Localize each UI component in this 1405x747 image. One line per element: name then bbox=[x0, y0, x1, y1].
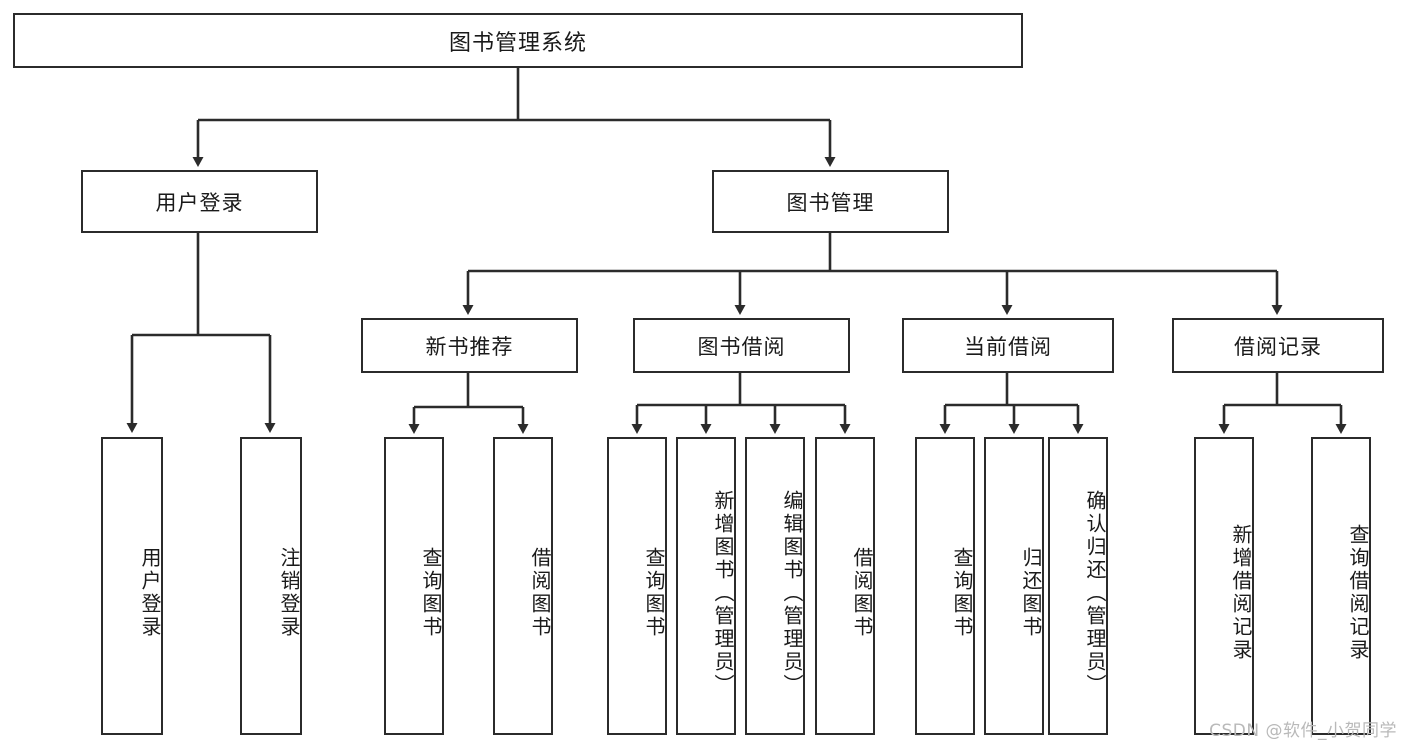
node-borrow-record[interactable]: 借阅记录 bbox=[1172, 318, 1384, 373]
node-current-borrow[interactable]: 当前借阅 bbox=[902, 318, 1114, 373]
leaf-text-wrap: 查询图书 bbox=[609, 453, 666, 733]
leaf-text-wrap: 借阅图书 bbox=[817, 453, 874, 733]
node-label: 确认归还（管理员） bbox=[1083, 489, 1107, 697]
leaf-query-book-current[interactable]: 查询图书 bbox=[915, 437, 975, 735]
node-label: 查询借阅记录 bbox=[1346, 524, 1370, 662]
leaf-query-book-borrow[interactable]: 查询图书 bbox=[607, 437, 667, 735]
node-label: 用户登录 bbox=[138, 547, 162, 639]
csdn-watermark: CSDN @软件_小贺同学 bbox=[1209, 721, 1397, 741]
leaf-text-wrap: 借阅图书 bbox=[495, 453, 552, 733]
leaf-query-borrow-record[interactable]: 查询借阅记录 bbox=[1311, 437, 1371, 735]
node-book-borrow[interactable]: 图书借阅 bbox=[633, 318, 850, 373]
node-root-book-management-system[interactable]: 图书管理系统 bbox=[13, 13, 1023, 68]
node-label: 查询图书 bbox=[419, 547, 443, 639]
leaf-text-wrap: 用户登录 bbox=[103, 453, 162, 733]
node-book-manage[interactable]: 图书管理 bbox=[712, 170, 949, 233]
leaf-text-wrap: 查询图书 bbox=[917, 453, 974, 733]
leaf-text-wrap: 归还图书 bbox=[986, 453, 1043, 733]
leaf-text-wrap: 注销登录 bbox=[242, 453, 301, 733]
node-label: 图书借阅 bbox=[697, 334, 786, 359]
leaf-borrow-book[interactable]: 借阅图书 bbox=[815, 437, 875, 735]
node-label: 当前借阅 bbox=[964, 334, 1052, 359]
leaf-text-wrap: 查询借阅记录 bbox=[1313, 453, 1370, 733]
leaf-text-wrap: 新增借阅记录 bbox=[1196, 453, 1253, 733]
node-label: 图书管理 bbox=[786, 190, 875, 215]
node-new-book-recommend[interactable]: 新书推荐 bbox=[361, 318, 578, 373]
leaf-user-login[interactable]: 用户登录 bbox=[101, 437, 163, 735]
leaf-borrow-book-recommend[interactable]: 借阅图书 bbox=[493, 437, 553, 735]
leaf-confirm-return[interactable]: 确认归还（管理员） bbox=[1048, 437, 1108, 735]
leaf-text-wrap: 查询图书 bbox=[386, 453, 443, 733]
leaf-text-wrap: 确认归还（管理员） bbox=[1050, 453, 1107, 733]
leaf-query-book-recommend[interactable]: 查询图书 bbox=[384, 437, 444, 735]
node-user-login[interactable]: 用户登录 bbox=[81, 170, 318, 233]
node-label: 新书推荐 bbox=[425, 334, 514, 359]
node-label: 用户登录 bbox=[155, 190, 244, 215]
node-label: 图书管理系统 bbox=[448, 30, 587, 56]
node-label: 借阅图书 bbox=[850, 547, 874, 639]
leaf-logout[interactable]: 注销登录 bbox=[240, 437, 302, 735]
node-label: 新增借阅记录 bbox=[1229, 524, 1253, 662]
node-label: 新增图书（管理员） bbox=[711, 489, 735, 697]
node-label: 借阅图书 bbox=[528, 547, 552, 639]
node-label: 查询图书 bbox=[642, 547, 666, 639]
node-label: 归还图书 bbox=[1019, 547, 1043, 639]
node-label: 注销登录 bbox=[277, 547, 301, 639]
node-label: 查询图书 bbox=[950, 547, 974, 639]
leaf-add-book[interactable]: 新增图书（管理员） bbox=[676, 437, 736, 735]
leaf-add-borrow-record[interactable]: 新增借阅记录 bbox=[1194, 437, 1254, 735]
leaf-edit-book[interactable]: 编辑图书（管理员） bbox=[745, 437, 805, 735]
leaf-return-book[interactable]: 归还图书 bbox=[984, 437, 1044, 735]
node-label: 编辑图书（管理员） bbox=[780, 489, 804, 697]
leaf-text-wrap: 编辑图书（管理员） bbox=[747, 453, 804, 733]
node-label: 借阅记录 bbox=[1234, 334, 1322, 359]
leaf-text-wrap: 新增图书（管理员） bbox=[678, 453, 735, 733]
